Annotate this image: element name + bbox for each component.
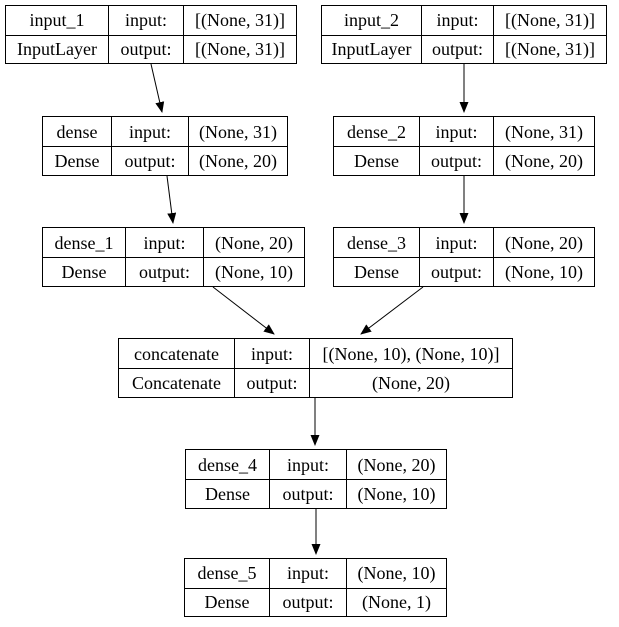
output-label: output:: [419, 146, 493, 175]
edge-input_1-dense: [150, 63, 165, 113]
edge-dense-dense_1: [166, 175, 177, 224]
layer-name: dense: [56, 121, 98, 142]
input-shape: (None, 20): [203, 228, 304, 257]
layer-node-dense_2: dense_2 input: (None, 31) Dense output: …: [333, 116, 595, 176]
output-shape: (None, 10): [203, 257, 304, 286]
layer-type: Dense: [186, 479, 269, 508]
input-label: input:: [269, 450, 346, 479]
layer-name: dense_4: [198, 454, 257, 475]
output-shape: (None, 10): [493, 257, 594, 286]
input-label: input:: [419, 117, 493, 146]
output-label: output:: [419, 257, 493, 286]
input-label: input:: [419, 228, 493, 257]
output-label: output:: [125, 257, 203, 286]
input-label: input:: [234, 339, 309, 368]
edge-dense_3-concatenate: [360, 286, 424, 335]
layer-type: Dense: [185, 587, 269, 617]
layer-type: InputLayer: [322, 34, 421, 64]
layer-type: Concatenate: [119, 368, 234, 397]
edge-dense_1-concatenate: [212, 286, 275, 335]
output-label: output:: [269, 587, 346, 616]
input-label: input:: [125, 228, 203, 257]
input-label: input:: [421, 6, 493, 35]
input-shape: (None, 20): [493, 228, 594, 257]
layer-type: Dense: [334, 146, 419, 175]
layer-type: Dense: [334, 257, 419, 286]
layer-type: Dense: [43, 146, 111, 175]
output-shape: (None, 20): [188, 146, 287, 175]
layer-node-concatenate: concatenate input: [(None, 10), (None, 1…: [118, 338, 513, 398]
output-label: output:: [269, 479, 346, 508]
output-label: output:: [234, 368, 309, 397]
output-label: output:: [108, 34, 183, 63]
layer-name: dense_5: [197, 563, 257, 584]
input-label: input:: [108, 6, 183, 35]
input-shape: [(None, 31)]: [183, 6, 296, 35]
input-shape: (None, 20): [346, 450, 446, 479]
layer-type: Dense: [43, 257, 125, 286]
input-shape: (None, 31): [188, 117, 287, 146]
output-shape: (None, 20): [309, 368, 512, 397]
layer-name: dense_2: [347, 121, 406, 142]
output-shape: [(None, 31)]: [493, 34, 606, 63]
layer-node-input_2: input_2 input: [(None, 31)] InputLayer o…: [321, 5, 607, 64]
output-shape: (None, 20): [493, 146, 594, 175]
output-label: output:: [421, 34, 493, 63]
layer-node-dense_1: dense_1 input: (None, 20) Dense output: …: [42, 227, 305, 287]
output-label: output:: [111, 146, 188, 175]
layer-node-dense: dense input: (None, 31) Dense output: (N…: [42, 116, 288, 176]
layer-name: input_1: [29, 10, 85, 31]
layer-name: input_2: [343, 10, 399, 31]
layer-name: concatenate: [134, 343, 219, 364]
input-label: input:: [269, 559, 346, 588]
layer-node-dense_4: dense_4 input: (None, 20) Dense output: …: [185, 449, 447, 509]
layer-type: InputLayer: [6, 34, 108, 64]
layer-node-dense_3: dense_3 input: (None, 20) Dense output: …: [333, 227, 595, 287]
output-shape: (None, 10): [346, 479, 446, 508]
input-shape: [(None, 10), (None, 10)]: [309, 339, 512, 368]
output-shape: (None, 1): [346, 587, 446, 616]
layer-node-input_1: input_1 input: [(None, 31)] InputLayer o…: [5, 5, 297, 64]
layer-name: dense_3: [347, 232, 406, 253]
layer-node-dense_5: dense_5 input: (None, 10) Dense output: …: [184, 558, 447, 617]
input-shape: (None, 31): [493, 117, 594, 146]
input-shape: [(None, 31)]: [493, 6, 606, 35]
output-shape: [(None, 31)]: [183, 34, 296, 63]
input-shape: (None, 10): [346, 559, 446, 588]
layer-name: dense_1: [54, 232, 114, 253]
input-label: input:: [111, 117, 188, 146]
